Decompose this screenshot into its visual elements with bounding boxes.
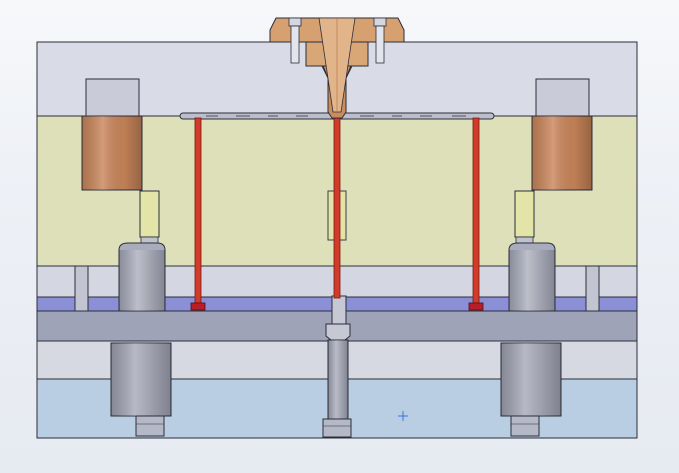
- sprue-screw-right-icon: [373, 17, 387, 64]
- crosshair-cursor-icon: [398, 411, 408, 421]
- left-bushing-head: [85, 78, 140, 117]
- right-support-pillar: [585, 265, 600, 312]
- center-sprue-puller[interactable]: [322, 190, 352, 438]
- right-guide-assembly[interactable]: [508, 78, 600, 312]
- left-support-pillar: [74, 265, 89, 312]
- ejector-pin-left[interactable]: [190, 117, 206, 311]
- ejector-pin-center[interactable]: [333, 117, 341, 299]
- left-lower-cylinder[interactable]: [110, 342, 172, 437]
- ejector-pin-right[interactable]: [468, 117, 484, 311]
- right-lower-cylinder[interactable]: [500, 342, 562, 437]
- sprue-screw-left-icon: [288, 17, 302, 64]
- left-guide-assembly[interactable]: [74, 78, 166, 312]
- right-guide-pin: [514, 190, 535, 238]
- left-guide-pin: [139, 190, 160, 238]
- right-bushing-head: [535, 78, 590, 117]
- sprue-bushing[interactable]: [269, 17, 405, 119]
